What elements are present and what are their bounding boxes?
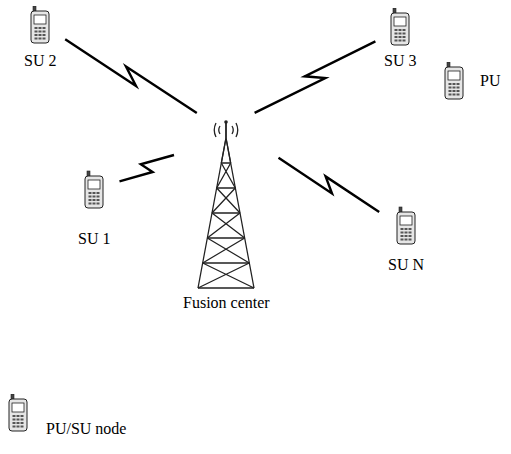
- legend-phone-icon: [8, 394, 28, 432]
- fusion-center-node: Fusion center: [183, 118, 270, 312]
- tower-icon: [186, 118, 266, 290]
- phone-icon: [30, 6, 50, 44]
- node-label: Fusion center: [183, 294, 270, 312]
- wireless-link: [120, 155, 175, 181]
- node-label: SU 1: [78, 230, 110, 248]
- pu-node: PU: [444, 62, 500, 100]
- su-node: SU N: [388, 206, 424, 274]
- phone-icon: [390, 8, 410, 46]
- phone-icon: [444, 62, 464, 100]
- node-label: SU 2: [24, 52, 56, 70]
- node-label: PU: [480, 72, 500, 90]
- phone-icon: [396, 206, 416, 246]
- su-node: SU 3: [384, 8, 416, 70]
- su-node: SU 2: [24, 6, 56, 70]
- wireless-link: [279, 158, 380, 212]
- wireless-link: [65, 39, 197, 113]
- phone-icon: [84, 170, 104, 210]
- legend-entry: PU/SU node: [8, 394, 126, 432]
- wireless-link: [255, 41, 376, 113]
- node-label: SU N: [388, 256, 424, 274]
- node-label: SU 3: [384, 52, 416, 70]
- su-node: SU 1: [78, 170, 110, 248]
- legend-text: PU/SU node: [46, 420, 126, 438]
